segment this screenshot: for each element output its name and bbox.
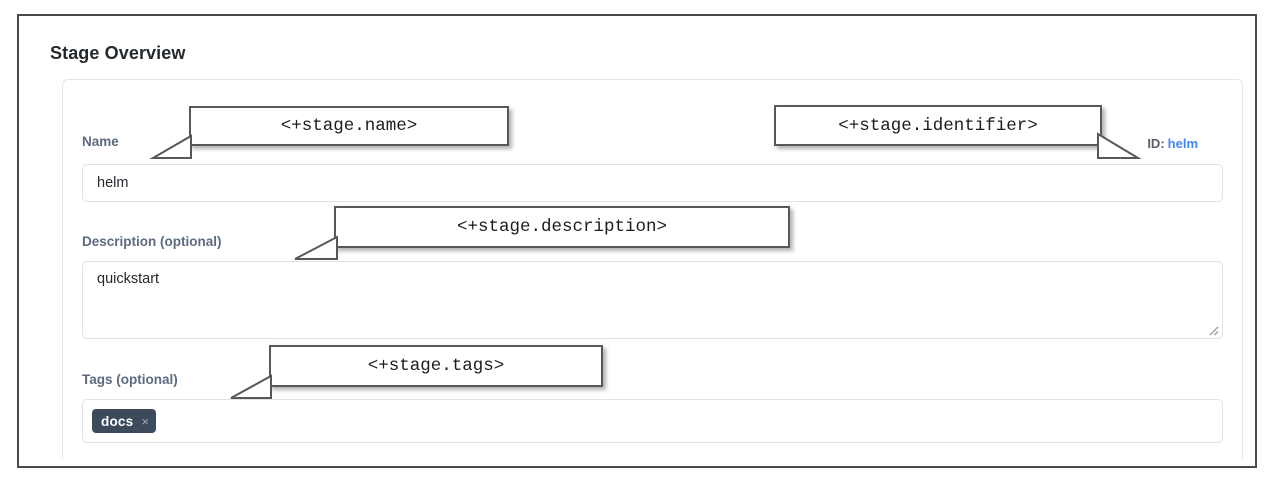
identifier-prefix-label: ID:: [1147, 136, 1165, 151]
stage-identifier-readout: ID:helm: [1147, 136, 1198, 151]
callout-tail-icon: [149, 134, 192, 159]
annotation-text-stage-tags: <+stage.tags>: [269, 345, 603, 387]
tag-chip-docs[interactable]: docs ×: [92, 409, 157, 433]
annotation-text-stage-identifier: <+stage.identifier>: [774, 105, 1102, 146]
screenshot-frame: Stage Overview Name helm ID:helm Descrip…: [17, 14, 1257, 468]
page-title: Stage Overview: [50, 43, 186, 63]
annotation-callout-stage-identifier: <+stage.identifier>: [774, 105, 1142, 159]
tag-chip-label: docs: [101, 413, 134, 429]
description-textarea[interactable]: quickstart: [82, 261, 1223, 339]
callout-tail-icon: [230, 374, 272, 399]
annotation-callout-stage-tags: <+stage.tags>: [230, 345, 603, 399]
tags-input[interactable]: docs ×: [82, 399, 1223, 443]
tags-field-label: Tags (optional): [82, 372, 178, 387]
identifier-value-link[interactable]: helm: [1167, 136, 1198, 151]
callout-tail-icon: [1097, 132, 1142, 159]
resize-handle-icon[interactable]: [1206, 323, 1219, 336]
annotation-text-stage-name: <+stage.name>: [189, 106, 509, 146]
description-value: quickstart: [97, 271, 160, 287]
callout-tail-icon: [294, 235, 338, 260]
description-field-label: Description (optional): [82, 234, 222, 249]
annotation-callout-stage-description: <+stage.description>: [294, 206, 790, 260]
name-input[interactable]: helm: [82, 164, 1223, 202]
annotation-callout-stage-name: <+stage.name>: [149, 106, 509, 159]
name-field-label: Name: [82, 134, 119, 149]
annotation-text-stage-description: <+stage.description>: [334, 206, 790, 248]
close-icon[interactable]: ×: [141, 413, 150, 429]
